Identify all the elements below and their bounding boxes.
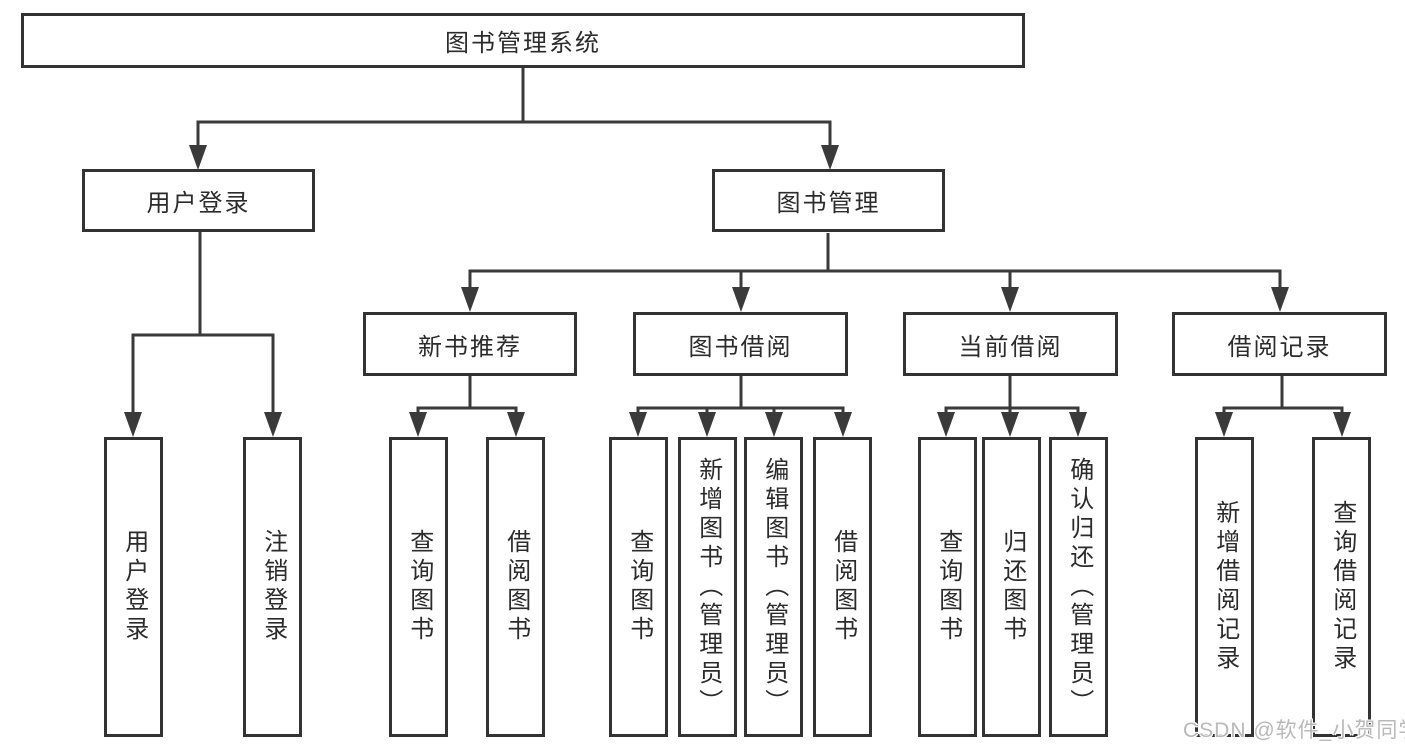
leaf-label: 归还图书	[998, 529, 1026, 645]
node-book-management: 图书管理	[712, 169, 945, 232]
leaf-edit-book-admin: 编辑图书（管理员）	[744, 437, 803, 737]
node-label: 当前借阅	[958, 333, 1063, 361]
node-library-management-system: 图书管理系统	[21, 13, 1025, 68]
leaf-label: 查询图书	[934, 529, 962, 645]
leaf-add-book-admin: 新增图书（管理员）	[678, 437, 737, 737]
leaf-label: 借阅图书	[829, 529, 857, 645]
leaf-return-books: 归还图书	[982, 437, 1041, 737]
leaf-add-borrow-record: 新增借阅记录	[1195, 437, 1254, 737]
node-label: 图书管理系统	[445, 30, 601, 57]
node-borrowing-records: 借阅记录	[1172, 312, 1387, 376]
node-new-book-recommendation: 新书推荐	[363, 312, 577, 376]
node-label: 图书借阅	[688, 333, 793, 361]
node-book-borrowing: 图书借阅	[633, 312, 848, 376]
leaf-label: 查询图书	[625, 529, 653, 645]
leaf-label: 查询借阅记录	[1328, 500, 1356, 674]
leaf-label: 编辑图书（管理员）	[760, 456, 788, 718]
leaf-borrow-books-recommend: 借阅图书	[486, 437, 545, 737]
node-label: 图书管理	[776, 190, 881, 217]
node-label: 用户登录	[146, 190, 251, 217]
leaf-label: 借阅图书	[502, 529, 530, 645]
leaf-logout: 注销登录	[243, 437, 302, 737]
leaf-label: 查询图书	[405, 529, 433, 645]
node-current-borrowing: 当前借阅	[903, 312, 1118, 376]
leaf-label: 确认归还（管理员）	[1065, 456, 1093, 718]
leaf-search-books-recommend: 查询图书	[389, 437, 448, 737]
leaf-label: 新增借阅记录	[1211, 500, 1239, 674]
leaf-confirm-return-admin: 确认归还（管理员）	[1049, 437, 1108, 737]
node-user-login: 用户登录	[82, 169, 315, 232]
csdn-watermark: CSDN @软件_小贺同学	[1183, 719, 1405, 742]
leaf-user-login: 用户登录	[104, 437, 163, 737]
leaf-borrow-books: 借阅图书	[813, 437, 872, 737]
leaf-search-books-current: 查询图书	[918, 437, 977, 737]
leaf-search-borrow-record: 查询借阅记录	[1312, 437, 1371, 737]
arrowheads	[124, 145, 1351, 437]
node-label: 新书推荐	[418, 333, 522, 361]
leaf-label: 新增图书（管理员）	[694, 456, 722, 718]
leaf-label: 注销登录	[259, 529, 287, 645]
leaf-search-books-borrow: 查询图书	[609, 437, 668, 737]
node-label: 借阅记录	[1227, 333, 1332, 361]
leaf-label: 用户登录	[120, 529, 148, 645]
